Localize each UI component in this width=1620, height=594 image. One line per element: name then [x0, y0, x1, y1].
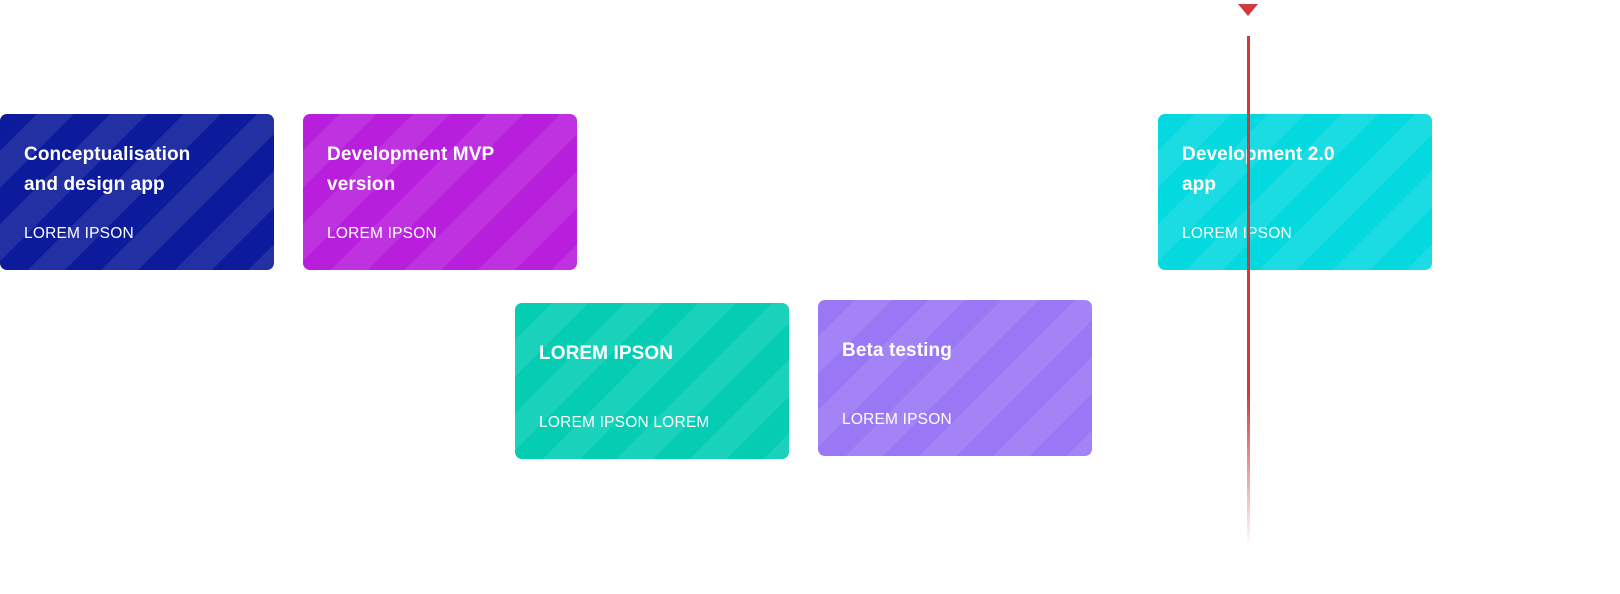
card-subtitle: LOREM IPSON: [1182, 225, 1292, 242]
card-subtitle: LOREM IPSON: [327, 225, 437, 242]
timeline-card-development-mvp[interactable]: Development MVP version LOREM IPSON: [303, 114, 577, 270]
card-title: LOREM IPSON: [539, 343, 674, 364]
card-subtitle: LOREM IPSON: [24, 225, 134, 242]
card-title: Development 2.0 app: [1182, 144, 1335, 195]
timeline-card-conceptualisation[interactable]: Conceptualisation and design app LOREM I…: [0, 114, 274, 270]
timeline-card-development-2[interactable]: Development 2.0 app LOREM IPSON: [1158, 114, 1432, 270]
card-subtitle: LOREM IPSON LOREM: [539, 414, 710, 431]
timeline-card-lorem-ipson[interactable]: LOREM IPSON LOREM IPSON LOREM: [515, 303, 789, 459]
card-title: Conceptualisation and design app: [24, 144, 191, 195]
card-title: Beta testing: [842, 340, 952, 361]
timeline-card-beta-testing[interactable]: Beta testing LOREM IPSON: [818, 300, 1092, 456]
card-title: Development MVP version: [327, 144, 494, 195]
triangle-down-icon[interactable]: [1238, 4, 1258, 16]
card-subtitle: LOREM IPSON: [842, 411, 952, 428]
current-time-marker[interactable]: [1247, 36, 1250, 546]
